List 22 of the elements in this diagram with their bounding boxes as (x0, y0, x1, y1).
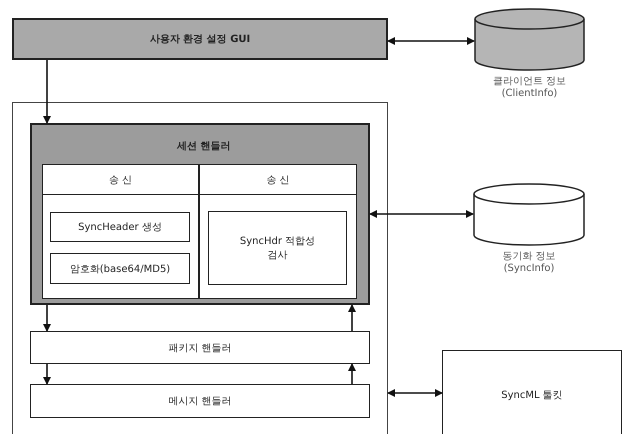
process-box: SyncHdr 적합성 검사 (208, 211, 347, 285)
table-column (42, 164, 199, 299)
column-heading: 송 신 (108, 174, 134, 187)
arrow (43, 364, 51, 385)
settings-bar: 사용자 환경 설정 GUI (12, 18, 388, 60)
handler-box: 메시지 핸들러 (30, 384, 370, 418)
arrow (348, 304, 356, 331)
container-box (12, 102, 388, 434)
handler-panel (30, 123, 370, 305)
handler-box: 패키지 핸들러 (30, 331, 370, 364)
arrow (348, 363, 356, 384)
arrow (43, 305, 51, 332)
process-box: SyncHeader 생성 (50, 212, 190, 242)
toolkit-box: SyncML 툴킷 (442, 350, 622, 434)
arrow (43, 60, 51, 124)
table-column (199, 164, 357, 299)
arrow (387, 389, 443, 397)
panel-title: 세션 핸들러 (177, 140, 230, 153)
arrow (387, 37, 475, 45)
arrow (369, 210, 474, 218)
column-heading: 송 신 (265, 174, 291, 187)
process-box: 암호화(base64/MD5) (50, 253, 190, 284)
